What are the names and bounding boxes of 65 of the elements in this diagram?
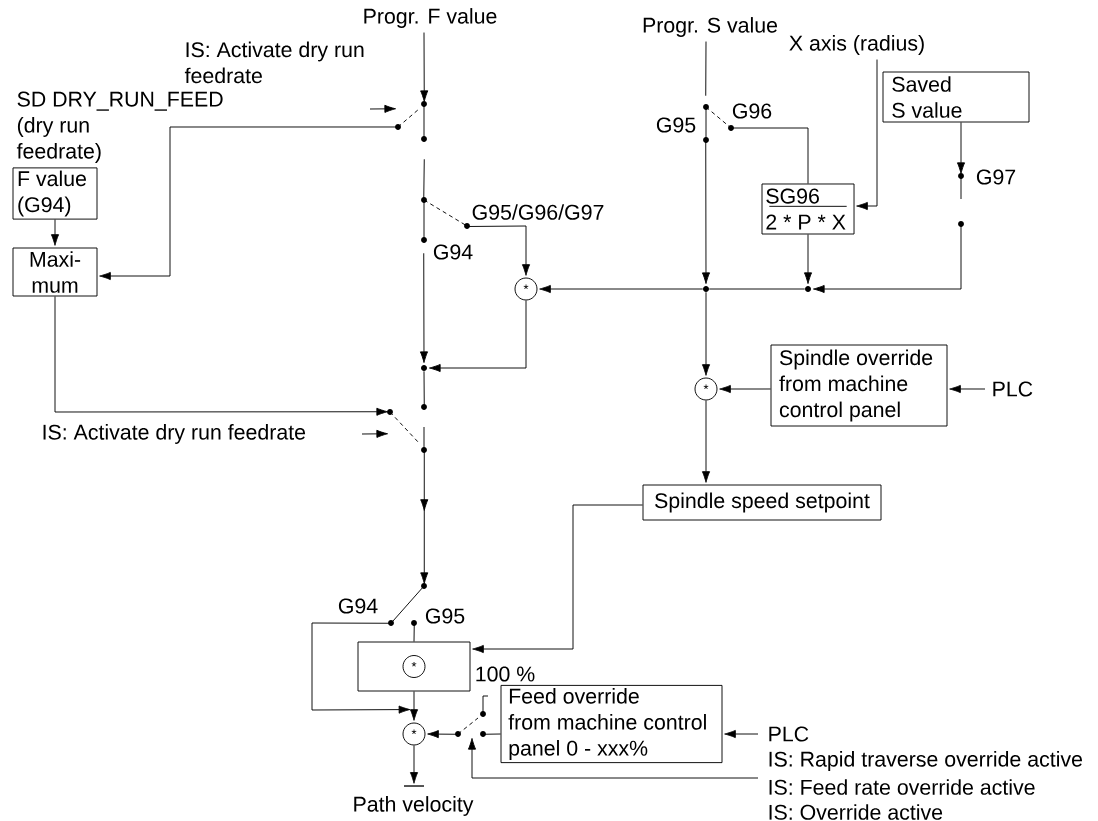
arrow: [701, 291, 711, 376]
override-box: Spindle override from machine control panel: [770, 344, 948, 427]
arrow: [467, 738, 759, 779]
override-box: Feed override from machine control panel 0 - xxx%: [500, 684, 723, 764]
arrow: [420, 449, 429, 584]
percent-label: 100 %: [476, 666, 535, 682]
function-box: Maxi- mum: [12, 247, 98, 297]
arrow: [409, 691, 419, 721]
output-label: Path velocity: [354, 796, 474, 816]
switch-label: G95/G96/G97: [472, 204, 604, 220]
arrow: [701, 400, 711, 483]
connector-line: [482, 733, 501, 735]
arrow: [427, 730, 459, 739]
switch-label: G95: [656, 117, 696, 133]
multiplier-box: [357, 641, 471, 692]
arrow: [949, 384, 986, 394]
connector-line: [413, 622, 415, 642]
input-label: PLC: [993, 381, 1033, 397]
formula-box: SG96 2 * P * X: [761, 183, 855, 235]
connector-line: [730, 127, 809, 184]
input-label: Progr. F value: [364, 8, 497, 28]
switch-label: G94: [338, 598, 378, 614]
value-box: Saved S value: [882, 71, 1030, 123]
switch-label: G95: [425, 608, 465, 624]
connector-line: [423, 370, 425, 408]
arrow: [701, 139, 711, 284]
switch-label: G94: [433, 244, 473, 260]
arrow: [54, 296, 388, 416]
arrow: [50, 219, 60, 246]
arrow: [429, 300, 527, 373]
switch-label: G96: [732, 103, 772, 119]
signal-label: IS: Feed rate override active: [769, 779, 1035, 795]
input-label: X axis (radius): [789, 35, 924, 55]
switch-label: G97: [976, 169, 1016, 185]
signal-label: IS: Activate dry run feedrate: [184, 41, 364, 84]
arrow: [369, 104, 396, 113]
arrow: [724, 729, 759, 739]
connector-line: [705, 41, 707, 97]
arrow: [813, 223, 962, 294]
arrow: [420, 32, 429, 102]
signal-label: IS: Override active: [769, 804, 943, 820]
arrow: [856, 59, 878, 211]
arrow: [409, 745, 419, 784]
switch-symbol: [387, 404, 427, 453]
arrow: [466, 225, 531, 276]
arrow: [539, 284, 704, 294]
arrow: [956, 122, 966, 174]
connector-line: [708, 288, 806, 290]
switch-symbol: [395, 101, 427, 142]
setpoint-box: Spindle speed setpoint: [642, 484, 882, 521]
arrow: [472, 504, 643, 654]
signal-label: IS: Activate dry run feedrate: [43, 424, 306, 444]
connector-line: [423, 158, 425, 201]
signal-label: IS: Rapid traverse override active: [769, 751, 1082, 771]
arrow: [99, 126, 399, 281]
arrow: [361, 429, 388, 438]
arrow: [719, 384, 771, 394]
value-box: F value (G94): [12, 167, 98, 220]
signal-label: SD DRY_RUN_FEED (dry run feedrate): [16, 91, 223, 163]
input-label: PLC: [769, 726, 809, 742]
input-label: Progr. S value: [643, 17, 778, 37]
arrow: [311, 622, 411, 714]
arrow: [803, 234, 813, 284]
arrow: [419, 252, 428, 363]
switch-symbol: [455, 695, 489, 737]
